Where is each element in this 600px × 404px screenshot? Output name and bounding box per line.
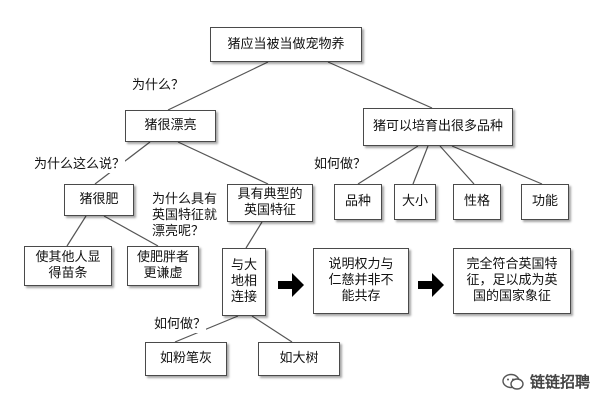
question-how-breeds: 如何做？ — [314, 157, 367, 173]
node-others-slim: 使其他人显 得苗条 — [24, 246, 112, 286]
node-breeds: 猪可以培育出很多品种 — [363, 108, 513, 146]
node-fat-humble: 使肥胖者 更谦虚 — [127, 246, 199, 286]
node-tree: 如大树 — [258, 342, 340, 376]
wechat-icon — [502, 373, 524, 390]
node-pretty: 猪很漂亮 — [125, 110, 216, 142]
watermark-text: 链链招聘 — [529, 373, 590, 391]
node-symbol: 完全符合英国特 征，足以成为英 国的国家象征 — [453, 248, 571, 314]
node-earth: 与大 地相 连接 — [222, 248, 266, 316]
node-fat: 猪很肥 — [64, 184, 134, 216]
node-british: 具有典型的 英国特征 — [227, 184, 313, 222]
node-power: 说明权力与 仁慈并非不 能共存 — [313, 248, 409, 314]
question-why: 为什么？ — [132, 78, 185, 94]
node-temperament: 性格 — [453, 184, 501, 220]
question-why-say: 为什么这么说？ — [34, 157, 126, 173]
question-why-british: 为什么具有 英国特征就 漂亮呢？ — [152, 192, 218, 239]
node-size: 大小 — [394, 184, 436, 220]
watermark: 链链招聘 — [502, 371, 590, 392]
node-chalk: 如粉笔灰 — [145, 342, 227, 376]
node-breed-kind: 品种 — [334, 184, 382, 220]
arrow-right-1 — [278, 273, 304, 297]
node-function: 功能 — [521, 184, 569, 220]
arrow-right-2 — [418, 273, 444, 297]
question-how-earth: 如何做？ — [154, 317, 207, 333]
node-root: 猪应当被当做宠物养 — [210, 27, 362, 62]
